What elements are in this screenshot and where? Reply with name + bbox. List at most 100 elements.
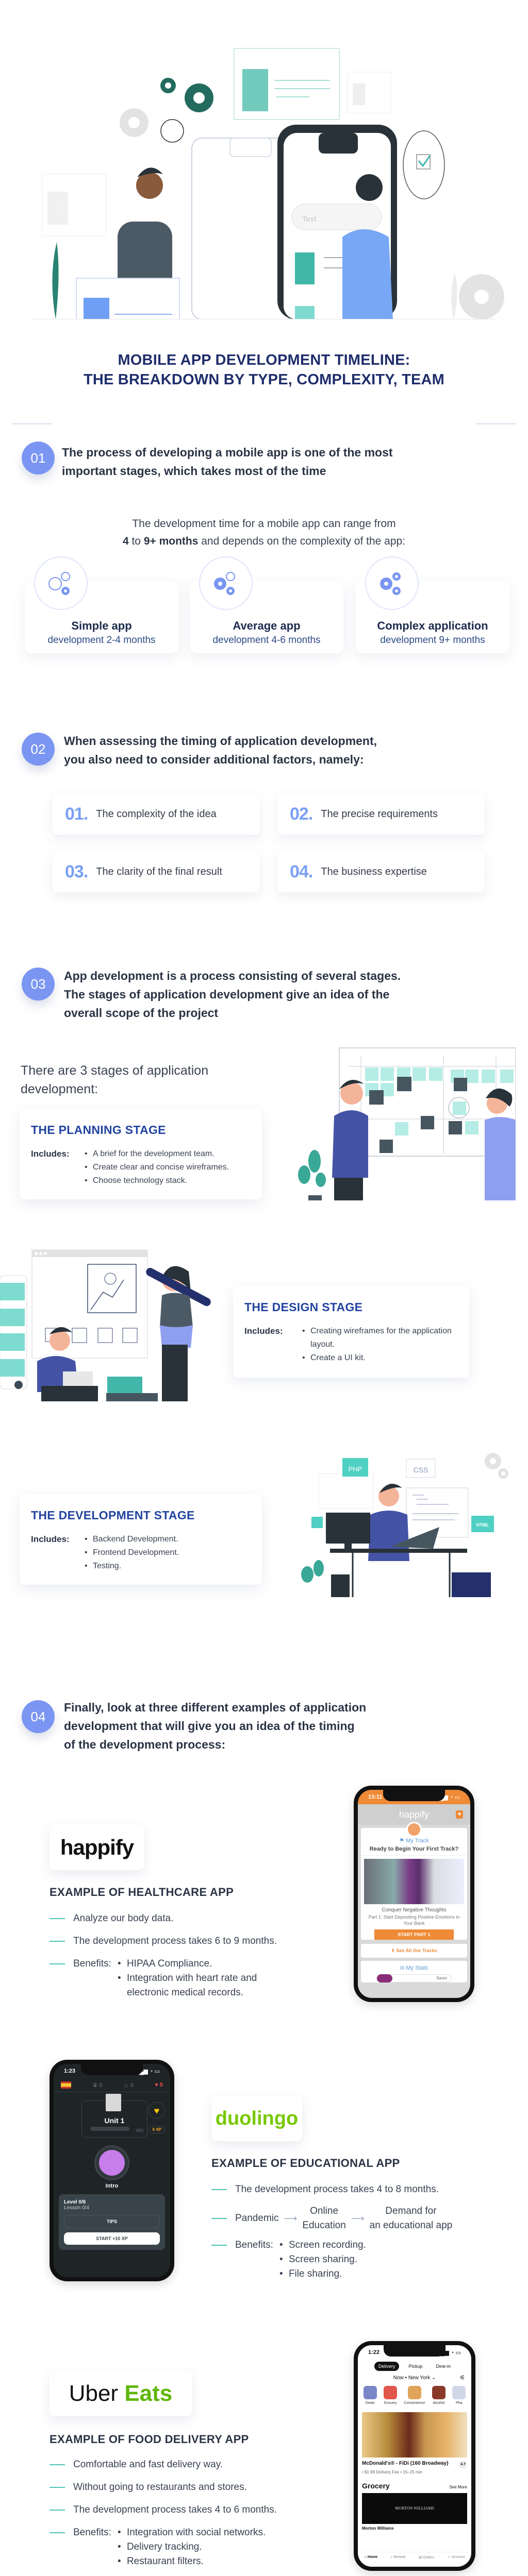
- factor-number: 02.: [290, 804, 313, 824]
- educational-point: The development process takes 4 to 8 mon…: [211, 2182, 510, 2197]
- restaurant-row[interactable]: McDonald's® - FiDi (160 Broadway)4.7: [362, 2461, 467, 2469]
- ready-heading: Ready to Begin Your First Track?: [361, 1844, 467, 1856]
- stage-title: THE DEVELOPMENT STAGE: [31, 1509, 195, 1522]
- category-deals[interactable]: Deals: [363, 2386, 377, 2405]
- point-text: The development process takes 4 to 8 mon…: [235, 2184, 439, 2195]
- crowns-counter[interactable]: ♛ 0: [92, 2082, 102, 2089]
- planning-illustration: [289, 1025, 516, 1200]
- tab-delivery[interactable]: Delivery: [374, 2362, 400, 2371]
- unit-card[interactable]: Unit 1 0/51: [81, 2094, 147, 2138]
- benefit-item: Integration with social networks.: [118, 2526, 266, 2540]
- spain-flag-icon[interactable]: [61, 2081, 71, 2089]
- category-pharmacy[interactable]: Pha: [452, 2386, 466, 2405]
- stage-items: Creating wireframes for the application …: [302, 1325, 457, 1365]
- teal-dash: [50, 2532, 65, 2533]
- point-text: The development process takes 4 to 6 mon…: [73, 2504, 277, 2515]
- section-03-heading-line: overall scope of the project: [64, 1006, 219, 1020]
- lesson-label: Lesson 0/4: [64, 2205, 89, 2211]
- start-part-button[interactable]: START PART 1: [374, 1929, 454, 1940]
- store-banner[interactable]: MORTON WILLIAMS: [362, 2493, 467, 2524]
- teal-dash: [50, 1918, 65, 1919]
- factor-card: 01. The complexity of the idea: [53, 793, 260, 835]
- start-xp-button[interactable]: START +10 XP: [64, 2232, 160, 2245]
- unit-progress-bar: [90, 2127, 129, 2131]
- my-track-text: My Track: [406, 1838, 429, 1844]
- food-example-title: EXAMPLE OF FOOD DELIVERY APP: [50, 2433, 249, 2446]
- svg-text:Text: Text: [302, 215, 317, 224]
- includes-label: Includes:: [244, 1326, 283, 1336]
- store-name: Morton Williams: [362, 2526, 394, 2531]
- category-grocery[interactable]: Grocery: [384, 2386, 398, 2405]
- point-text: Comfortable and fast delivery way.: [73, 2459, 223, 2470]
- restaurant-photo[interactable]: [362, 2412, 467, 2458]
- nav-account[interactable]: ☺ Account: [447, 2555, 465, 2560]
- nav-browse[interactable]: ⌕ Browse: [391, 2555, 406, 2560]
- category-convenience[interactable]: Convenience: [404, 2386, 425, 2405]
- deals-icon: [363, 2386, 377, 2399]
- section-03-heading: App development is a process consisting …: [64, 967, 518, 1022]
- heart-icon: ♥: [155, 2082, 160, 2088]
- hearts-value: 5: [159, 2082, 163, 2088]
- heart-shop-icon[interactable]: ♥: [148, 2102, 165, 2119]
- my-stats-label: ılı My Stats: [361, 1961, 467, 1974]
- see-all-text: See All Our Tracks: [396, 1948, 437, 1953]
- filter-icon[interactable]: ⚟: [459, 2374, 465, 2381]
- uber-eats-logo: Uber Eats: [69, 2381, 173, 2406]
- nav-label: Account: [452, 2555, 465, 2559]
- section-badge-03: 03: [22, 968, 55, 1001]
- see-all-tracks-button[interactable]: ⇞ See All Our Tracks: [361, 1944, 467, 1958]
- teal-dash: [211, 2245, 227, 2246]
- nav-home[interactable]: ⌂ Home: [365, 2555, 378, 2560]
- healthcare-point: The development process takes 6 to 9 mon…: [50, 1934, 318, 1948]
- design-illustration: [0, 1226, 227, 1401]
- educational-benefits: Benefits: Screen recording. Screen shari…: [211, 2238, 510, 2281]
- benefit-item: Screen recording.: [279, 2238, 366, 2252]
- section-01-heading-line: The process of developing a mobile app i…: [62, 446, 393, 459]
- timeline-intro: The development time for a mobile app ca…: [0, 515, 528, 550]
- benefit-item: Delivery tracking.: [118, 2540, 266, 2554]
- my-stats-card: ılı My Stats Savor: [361, 1961, 467, 1982]
- educational-example-title: EXAMPLE OF EDUCATIONAL APP: [211, 2157, 400, 2170]
- development-stage-card: THE DEVELOPMENT STAGE Includes: Backend …: [20, 1494, 262, 1585]
- stages-intro-line: development:: [21, 1082, 98, 1096]
- uber-eats-screen: 1:22▂▄▆ ◔ ▭ Delivery Pickup Dine-in Now …: [358, 2345, 471, 2567]
- intro-lesson-egg-icon[interactable]: [96, 2147, 128, 2179]
- logo-uber: Uber: [69, 2381, 119, 2406]
- app-type-name: Average app: [233, 619, 301, 632]
- duolingo-screen: 1:23▂▄▆ ◔ ▭ ♛ 0 ♨ 0 ♥ 5 Unit 1 0/51 ♥ 0 …: [54, 2064, 170, 2277]
- stage-item: Frontend Development.: [85, 1546, 179, 1560]
- crowns-value: 0: [99, 2082, 103, 2089]
- streak-counter[interactable]: ♨ 0: [124, 2082, 134, 2089]
- receipt-icon: ▤: [419, 2556, 423, 2560]
- stages-intro-line: There are 3 stages of application: [21, 1063, 209, 1078]
- flow-text: Education: [302, 2220, 346, 2231]
- section-03-heading-line: The stages of application development gi…: [64, 988, 390, 1001]
- tab-dine-in[interactable]: Dine-in: [436, 2364, 451, 2369]
- section-01-heading: The process of developing a mobile app i…: [62, 443, 505, 480]
- pharmacy-icon: [452, 2386, 466, 2399]
- avatar[interactable]: [406, 1822, 422, 1837]
- nav-label: Home: [367, 2555, 378, 2559]
- lesson-name: Intro: [105, 2183, 119, 2189]
- star-badge-icon[interactable]: ★: [456, 1810, 463, 1819]
- category-alcohol[interactable]: Alcohol: [432, 2386, 446, 2405]
- food-points: Comfortable and fast delivery way. Witho…: [50, 2458, 318, 2569]
- see-more-link[interactable]: See More: [449, 2485, 467, 2489]
- benefit-item: Restaurant filters.: [118, 2554, 266, 2569]
- hearts-counter[interactable]: ♥ 5: [155, 2082, 163, 2088]
- section-02-heading-line: you also need to consider additional fac…: [64, 753, 364, 766]
- food-point: The development process takes 4 to 6 mon…: [50, 2503, 318, 2517]
- factor-label: The clarity of the final result: [96, 866, 222, 877]
- food-point: Comfortable and fast delivery way.: [50, 2458, 318, 2472]
- duolingo-logo-card: duolingo: [211, 2096, 302, 2141]
- nav-orders[interactable]: ▤ Orders: [419, 2555, 434, 2560]
- section-badge-01: 01: [22, 442, 55, 474]
- account-icon: ☺: [447, 2555, 452, 2559]
- tab-pickup[interactable]: Pickup: [408, 2364, 423, 2369]
- healthcare-benefits: Benefits: HIPAA Compliance. Integration …: [50, 1957, 318, 2000]
- tips-button[interactable]: TIPS: [64, 2215, 160, 2228]
- location-selector[interactable]: Now • New York ⌄⚟: [358, 2374, 471, 2381]
- factor-number: 01.: [65, 804, 88, 824]
